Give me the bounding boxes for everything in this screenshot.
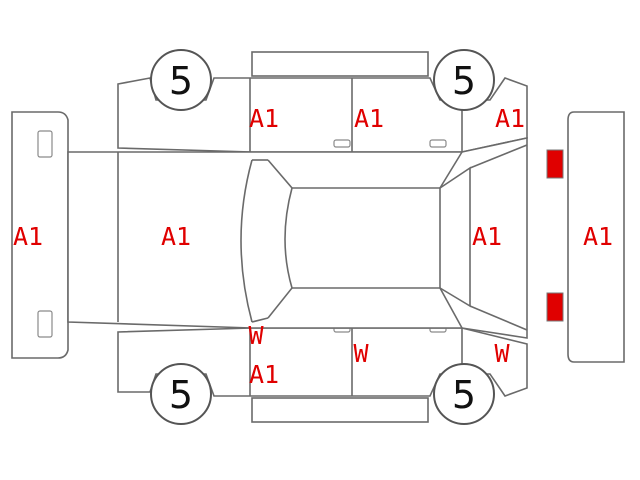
code-rear-quarter-bottom: W (494, 339, 510, 368)
tire-rear-right: 5 (433, 363, 495, 425)
code-rear-fender-top: A1 (495, 104, 525, 133)
code-windshield-bottom: W (248, 321, 264, 350)
left-roof-rail (251, 51, 429, 77)
tire-rear-right-number: 5 (452, 373, 476, 417)
rear-bumper (567, 111, 625, 363)
right-roof-rail (251, 397, 429, 423)
tire-front-right: 5 (150, 363, 212, 425)
rear-right-lamp (546, 292, 564, 322)
front-bumper (11, 111, 69, 359)
code-hood: A1 (161, 222, 191, 251)
code-front-door-bottom: A1 (249, 360, 279, 389)
tire-front-left: 5 (150, 49, 212, 111)
tire-rear-left: 5 (433, 49, 495, 111)
code-rear-glass: A1 (472, 222, 502, 251)
code-rear-door-top: A1 (354, 104, 384, 133)
code-front-bumper: A1 (13, 222, 43, 251)
code-rear-door-bottom: W (353, 339, 369, 368)
code-front-door-top: A1 (249, 104, 279, 133)
damage-codes: A1 A1 A1 A1 A1 A1 A1 W A1 W W (13, 104, 613, 389)
tire-front-left-number: 5 (169, 59, 193, 103)
tire-front-right-number: 5 (169, 373, 193, 417)
rear-left-lamp (546, 149, 564, 179)
code-rear-bumper: A1 (583, 222, 613, 251)
tire-rear-left-number: 5 (452, 59, 476, 103)
top-view-body (67, 137, 528, 339)
